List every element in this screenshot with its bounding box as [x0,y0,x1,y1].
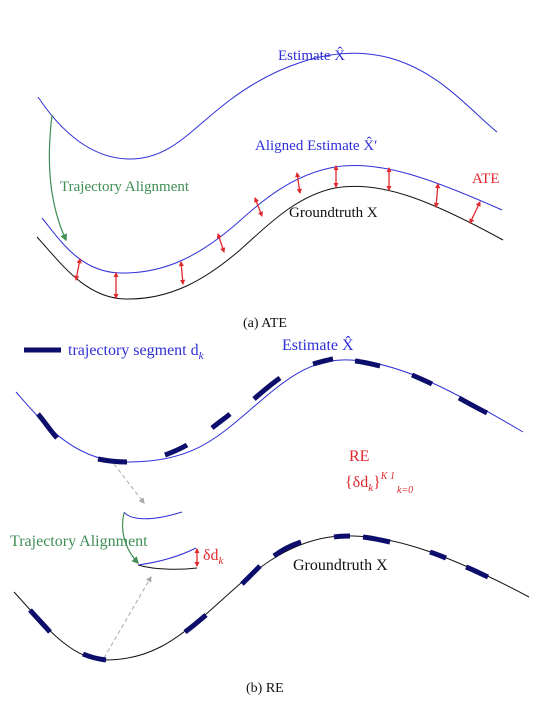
trajectory-segment [210,412,232,430]
trajectory-segment [457,395,489,416]
aligned-estimate-curve [41,164,503,274]
aligned-estimate-label: Aligned Estimate X̂′ [255,137,377,154]
trajectory-segment [333,533,351,540]
ate-arrow [254,197,263,217]
re-label: RE [349,448,369,465]
re-formula-lower: k=0 [397,485,413,496]
estimate-curve-b [15,359,524,463]
estimate-segment-piece [123,511,183,520]
groundtruth-segments [28,533,489,663]
estimate-label-b: Estimate X̂ [282,335,354,354]
groundtruth-label: Groundtruth X [289,205,378,221]
caption-a: (a) ATE [243,316,287,331]
trajectory-segment [164,442,189,458]
groundtruth-curve [36,185,504,300]
trajectory-segment [312,356,334,367]
hint-arrow-groundtruth [103,575,152,659]
aligned-segment-piece [137,547,197,566]
estimate-label: Estimate X̂ [278,47,345,64]
trajectory-alignment-label: Trajectory Alignment [60,179,190,195]
ate-arrow [74,257,82,282]
trajectory-segment [28,608,52,634]
ate-arrow [295,171,302,195]
ate-label: ATE [472,171,500,187]
trajectory-segment [354,358,381,369]
estimate-segments [36,356,489,465]
caption-b: (b) RE [246,681,284,696]
groundtruth-segment-piece [137,564,198,570]
delta-d-label: δdk [203,547,225,567]
groundtruth-label-b: Groundtruth X [293,557,388,574]
trajectory-segment [240,564,262,586]
estimate-curve [37,52,498,160]
trajectory-segment [82,651,107,663]
panel-b: trajectory segment dk Estimate X̂ RE {δd… [10,335,530,696]
trajectory-alignment-arrow-b [121,512,139,565]
trajectory-segment [36,412,59,440]
trajectory-segment [252,375,282,401]
trajectory-alignment-arrow [48,114,67,242]
ate-arrow [216,233,226,253]
ate-error-arrows [74,164,481,300]
legend-label: trajectory segment dk [68,342,205,362]
ate-arrow [178,260,186,286]
trajectory-segment [272,539,302,558]
ate-arrow [469,201,481,224]
ate-arrow [433,182,441,209]
trajectory-segment [97,456,128,465]
groundtruth-curve-b [13,535,530,661]
re-formula: {δdk}K 1 [345,471,395,494]
trajectory-segment [429,549,447,561]
trajectory-alignment-label-b: Trajectory Alignment [10,533,148,550]
trajectory-segment [465,564,489,580]
trajectory-segment [183,613,208,635]
trajectory-segment [362,534,391,545]
hint-arrow-estimate [113,463,145,504]
panel-a: Estimate X̂ Aligned Estimate X̂′ Traject… [36,47,504,331]
trajectory-segment [411,372,434,387]
